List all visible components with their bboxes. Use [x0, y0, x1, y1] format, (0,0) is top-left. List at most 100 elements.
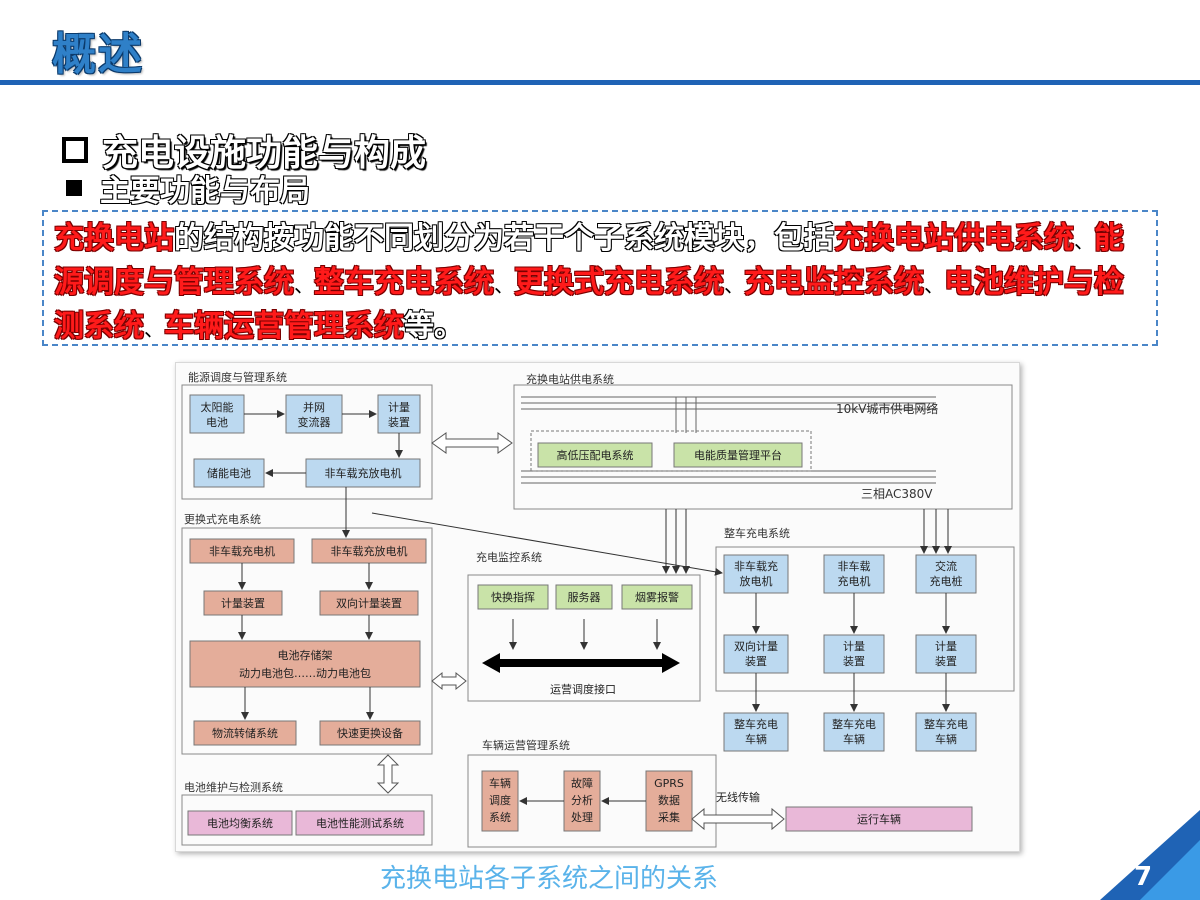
supply-inner-box — [530, 430, 812, 472]
offboard-charger-box — [305, 458, 421, 488]
heading-1: 充电设施功能与构成 — [62, 124, 426, 176]
dispatch-label: 调度 — [489, 793, 511, 807]
vehicle-1-label: 车辆 — [745, 732, 767, 746]
swap-device-label: 快速更换设备 — [337, 726, 403, 740]
swap-title: 更换式充电系统 — [184, 512, 261, 526]
slide-title: 概述 — [52, 29, 144, 80]
ops-panel — [467, 754, 717, 848]
vehicle-2-label: 车辆 — [843, 732, 865, 746]
intro-highlight: 车辆运营管理系统 — [164, 309, 404, 344]
corner-decoration — [1100, 810, 1200, 900]
swap-charger-label: 非车载充电机 — [209, 544, 275, 558]
inverter-label: 变流器 — [298, 415, 331, 429]
fault-label: 故障 — [571, 776, 593, 790]
double-arrow-icon — [376, 754, 400, 794]
rack-label: 电池存储架 — [278, 648, 333, 662]
intro-separator: 、 — [294, 273, 314, 297]
grid-label: 10kV城市供电网络 — [836, 401, 938, 416]
dispatch-label: 系统 — [489, 811, 511, 824]
vehicle-meter-1-label: 双向计量 — [734, 639, 778, 653]
gprs-label: 数据 — [658, 793, 680, 807]
solar-label: 太阳能 — [201, 400, 234, 414]
intro-highlight: 充换电站 — [54, 221, 174, 256]
vehicle-charger-3-label: 交流 — [935, 559, 957, 573]
vehicle-3-label: 车辆 — [935, 732, 957, 746]
double-arrow-icon — [691, 807, 785, 831]
battery-rack-box — [189, 640, 421, 688]
intro-separator: 、 — [1074, 229, 1094, 253]
vehicle-charger-1-box — [723, 554, 789, 594]
ac-label: 三相AC380V — [861, 487, 933, 501]
swap-meter-box — [203, 590, 283, 616]
storage-battery-box — [193, 458, 265, 488]
offboard-label: 非车载充放电机 — [325, 466, 402, 480]
rack-label: 动力电池包……动力电池包 — [239, 667, 371, 680]
test-box — [295, 810, 425, 836]
energy-title: 能源调度与管理系统 — [188, 370, 287, 384]
bus-bar-icon — [482, 653, 680, 673]
dispatch-label: 车辆 — [489, 776, 511, 790]
vehicle-1-box — [723, 712, 789, 752]
monitor-panel — [467, 574, 701, 702]
vehicle-3-label: 整车充电 — [924, 717, 968, 731]
energy-meter-label: 装置 — [388, 416, 410, 429]
energy-meter-box — [377, 394, 421, 434]
vehicle-1-label: 整车充电 — [734, 717, 778, 731]
balance-box — [187, 810, 293, 836]
swap-bimeter-label: 双向计量装置 — [336, 596, 402, 610]
heading-2-text: 主要功能与布局 — [100, 174, 310, 209]
vehicle-meter-2-label: 装置 — [843, 655, 865, 668]
wireless-label: 无线传输 — [716, 790, 760, 804]
battery-panel — [181, 794, 433, 846]
logistics-box — [193, 720, 297, 746]
fault-label: 分析 — [571, 793, 593, 807]
intro-separator: 、 — [494, 273, 514, 297]
swap-charger-box — [189, 538, 295, 564]
hv-distribution-box — [537, 442, 653, 468]
double-arrow-icon — [431, 671, 467, 691]
fault-box — [563, 770, 601, 832]
fault-label: 处理 — [571, 811, 593, 824]
pq-label: 电能质量管理平台 — [694, 448, 782, 462]
dispatch-box — [481, 770, 519, 832]
vehicle-charger-3-box — [915, 554, 977, 594]
logistics-label: 物流转储系统 — [212, 726, 278, 740]
vehicle-charger-1-label: 放电机 — [740, 574, 773, 588]
ops-title: 车辆运营管理系统 — [482, 738, 570, 752]
swap-discharger-label: 非车载充放电机 — [331, 544, 408, 558]
diagram-svg: 能源调度与管理系统 充换电站供电系统 更换式充电系统 充电监控系统 整车充电系统… — [181, 370, 1015, 848]
test-label: 电池性能测试系统 — [316, 816, 404, 830]
intro-separator: 、 — [924, 273, 944, 297]
server-box — [555, 584, 613, 610]
power-quality-box — [673, 442, 803, 468]
vehicle-panel — [715, 546, 1015, 692]
intro-highlight: 充换电站供电系统 — [834, 221, 1074, 256]
vehicle-2-box — [823, 712, 885, 752]
intro-separator: 、 — [144, 317, 164, 341]
running-vehicle-label: 运行车辆 — [857, 812, 901, 826]
vehicle-charger-2-label: 非车载 — [838, 559, 871, 573]
storage-label: 储能电池 — [207, 466, 251, 480]
page-number: 7 — [1134, 862, 1153, 892]
subsystem-diagram: 能源调度与管理系统 充换电站供电系统 更换式充电系统 充电监控系统 整车充电系统… — [175, 362, 1020, 852]
supply-panel — [513, 384, 1013, 510]
solar-battery-box — [189, 394, 245, 434]
gprs-label: GPRS — [654, 777, 684, 790]
command-label: 快换指挥 — [491, 590, 535, 604]
running-vehicle-box — [785, 806, 973, 832]
vehicle-meter-1-box — [723, 634, 789, 674]
energy-panel — [181, 384, 433, 500]
energy-meter-label: 计量 — [388, 401, 410, 414]
swap-command-box — [477, 584, 549, 610]
intro-separator: 、 — [724, 273, 744, 297]
filled-square-bullet-icon — [66, 180, 82, 196]
inverter-label: 并网 — [303, 400, 325, 414]
gprs-box — [645, 770, 693, 832]
vehicle-charger-2-box — [823, 554, 885, 594]
vehicle-meter-2-label: 计量 — [843, 640, 865, 653]
hollow-square-bullet-icon — [62, 137, 88, 163]
swap-meter-label: 计量装置 — [221, 597, 265, 610]
title-rule — [0, 80, 1200, 85]
vehicle-meter-2-box — [823, 634, 885, 674]
intro-highlight: 能源调度与管理系统 — [54, 221, 1124, 300]
